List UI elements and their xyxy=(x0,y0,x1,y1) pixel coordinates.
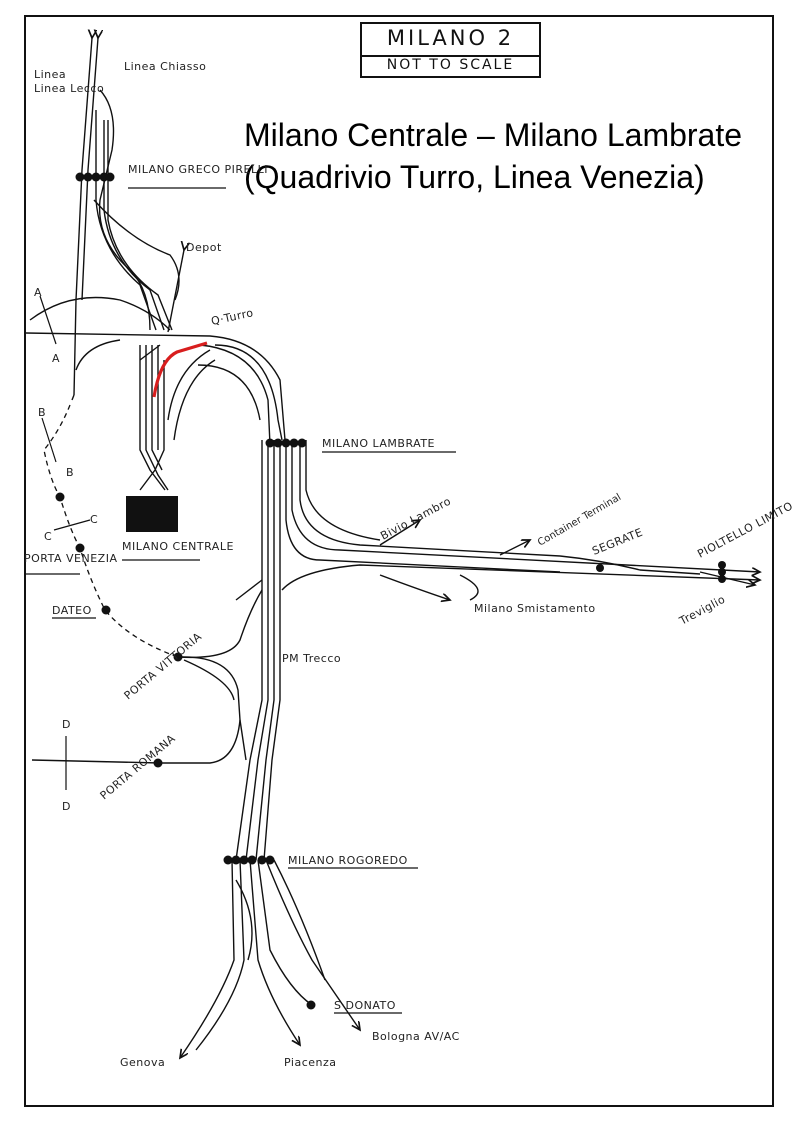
map-frame xyxy=(24,15,774,1107)
mark-d-bottom: D xyxy=(62,800,71,813)
mark-b-bottom: B xyxy=(66,466,74,479)
segrate-station-dot xyxy=(596,564,604,572)
label-smistamento: Milano Smistamento xyxy=(474,602,596,615)
dateo-dot xyxy=(101,605,111,615)
title-divider xyxy=(362,55,539,57)
centrale-station-block xyxy=(126,496,178,532)
label-linea: Linea xyxy=(34,68,66,81)
label-rogoredo: MILANO ROGOREDO xyxy=(288,854,408,867)
scale-note: NOT TO SCALE xyxy=(386,57,515,73)
centrale-approach xyxy=(126,344,283,532)
label-chiasso: Linea Chiasso xyxy=(124,60,206,73)
label-porta-romana: PORTA ROMANA xyxy=(98,732,178,802)
label-pioltello: PIOLTELLO LIMITO xyxy=(695,499,795,560)
mark-a-top: A xyxy=(34,286,42,299)
label-centrale: MILANO CENTRALE xyxy=(122,540,234,553)
label-segrate: SEGRATE xyxy=(590,526,644,558)
section-marks xyxy=(39,295,91,790)
map-name: MILANO 2 xyxy=(386,26,515,50)
map-title-box: MILANO 2 NOT TO SCALE xyxy=(360,22,541,78)
label-genova: Genova xyxy=(120,1056,165,1069)
station-underlines xyxy=(24,187,456,1014)
label-bologna: Bologna AV/AC xyxy=(372,1030,460,1043)
northern-lines xyxy=(29,38,184,396)
label-pm-trecco: PM Trecco xyxy=(282,652,341,665)
label-porta-vittoria: PORTA VITTORIA xyxy=(122,630,205,702)
porta-romana-dot xyxy=(153,758,163,768)
label-dateo: DATEO xyxy=(52,604,92,617)
label-lecco: Linea Lecco xyxy=(34,82,104,95)
greco-pirelli-platforms xyxy=(75,172,115,182)
page-title: Milano Centrale – Milano Lambrate (Quadr… xyxy=(244,117,743,195)
passante-station-dot xyxy=(55,492,65,502)
porta-romana-line xyxy=(31,719,241,768)
label-piacenza: Piacenza xyxy=(284,1056,337,1069)
mark-c-left: C xyxy=(44,530,52,543)
label-depot: Depot xyxy=(186,241,222,254)
label-bivio-lambro: Bivio Lambro xyxy=(378,495,453,543)
porta-vittoria-connection xyxy=(177,579,263,761)
mark-d-top: D xyxy=(62,718,71,731)
turro-cross-line xyxy=(25,332,286,446)
southern-lines xyxy=(180,859,360,1058)
label-treviglio: Treviglio xyxy=(676,593,727,628)
rogoredo-platforms xyxy=(223,855,275,865)
highlighted-connection xyxy=(152,341,208,398)
label-greco-pirelli: MILANO GRECO PIRELLI xyxy=(128,163,268,176)
label-san-donato: S·DONATO xyxy=(334,999,396,1012)
san-donato-dot xyxy=(306,1000,316,1010)
pioltello-platforms xyxy=(718,561,726,583)
label-porta-venezia: PORTA VENEZIA xyxy=(24,552,117,565)
label-lambrate: MILANO LAMBRATE xyxy=(322,437,435,450)
mark-a-bottom: A xyxy=(52,352,60,365)
mark-b-top: B xyxy=(38,406,46,419)
mark-c-right: C xyxy=(90,513,98,526)
main-trunk xyxy=(235,440,760,861)
porta-venezia-dot xyxy=(75,543,85,553)
label-turro: Q·Turro xyxy=(210,306,255,328)
lambrate-platforms xyxy=(265,438,307,448)
